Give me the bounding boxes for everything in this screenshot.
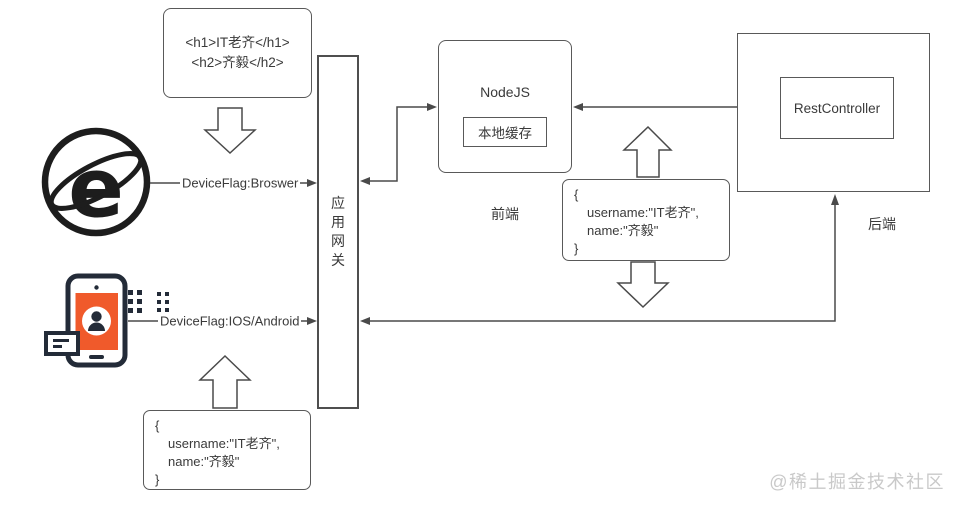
payload-open-brace: { xyxy=(574,187,579,202)
rest-controller-label: RestController xyxy=(793,100,881,116)
app-gateway-box: 应 用 网 关 xyxy=(317,55,359,409)
backend-label: 后端 xyxy=(868,216,896,232)
payload-name: name:"齐毅" xyxy=(587,223,659,238)
connector-backend-gateway xyxy=(360,194,839,325)
block-arrow-down-payload-to-gateway xyxy=(616,261,670,309)
device-flag-mobile-label: DeviceFlag:IOS/Android xyxy=(158,313,302,329)
gateway-char: 用 xyxy=(331,214,345,230)
device-flag-browser-label: DeviceFlag:Broswer xyxy=(180,175,301,191)
watermark: @稀土掘金技术社区 xyxy=(769,472,945,492)
block-arrow-up-payload-to-api xyxy=(622,125,673,178)
payload-name: name:"齐毅" xyxy=(168,454,240,469)
smartphone-icon xyxy=(44,273,169,368)
payload-username: username:"IT老齐", xyxy=(587,205,699,220)
payload-open-brace: { xyxy=(155,418,160,433)
json-payload-box-frontend: { username:"IT老齐", name:"齐毅" } xyxy=(562,179,730,261)
nodejs-box: NodeJS xyxy=(438,40,572,173)
dots-decoration xyxy=(128,290,169,313)
payload-close-brace: } xyxy=(155,472,160,487)
block-arrow-up-payload-to-mobile xyxy=(198,354,252,409)
html-snippet-line2: <h2>齐毅</h2> xyxy=(191,55,284,70)
backend-box xyxy=(737,33,930,192)
connector-gateway-nodejs xyxy=(360,103,437,185)
local-cache-box: 本地缓存 xyxy=(463,117,547,147)
gateway-char: 应 xyxy=(331,195,345,211)
payload-close-brace: } xyxy=(574,241,579,256)
payload-username: username:"IT老齐", xyxy=(168,436,280,451)
block-arrow-down-title-to-browser xyxy=(203,107,257,155)
nodejs-title: NodeJS xyxy=(480,84,530,100)
gateway-char: 网 xyxy=(331,233,345,249)
json-payload-box-mobile: { username:"IT老齐", name:"齐毅" } xyxy=(143,410,311,490)
rest-controller-box: RestController xyxy=(780,77,894,139)
html-snippet-line1: <h1>IT老齐</h1> xyxy=(185,35,290,50)
local-cache-label: 本地缓存 xyxy=(478,126,532,141)
html-snippet-box: <h1>IT老齐</h1> <h2>齐毅</h2> xyxy=(163,8,312,98)
gateway-char: 关 xyxy=(331,252,345,268)
frontend-label: 前端 xyxy=(491,206,519,222)
ie-browser-icon: e xyxy=(41,127,151,237)
